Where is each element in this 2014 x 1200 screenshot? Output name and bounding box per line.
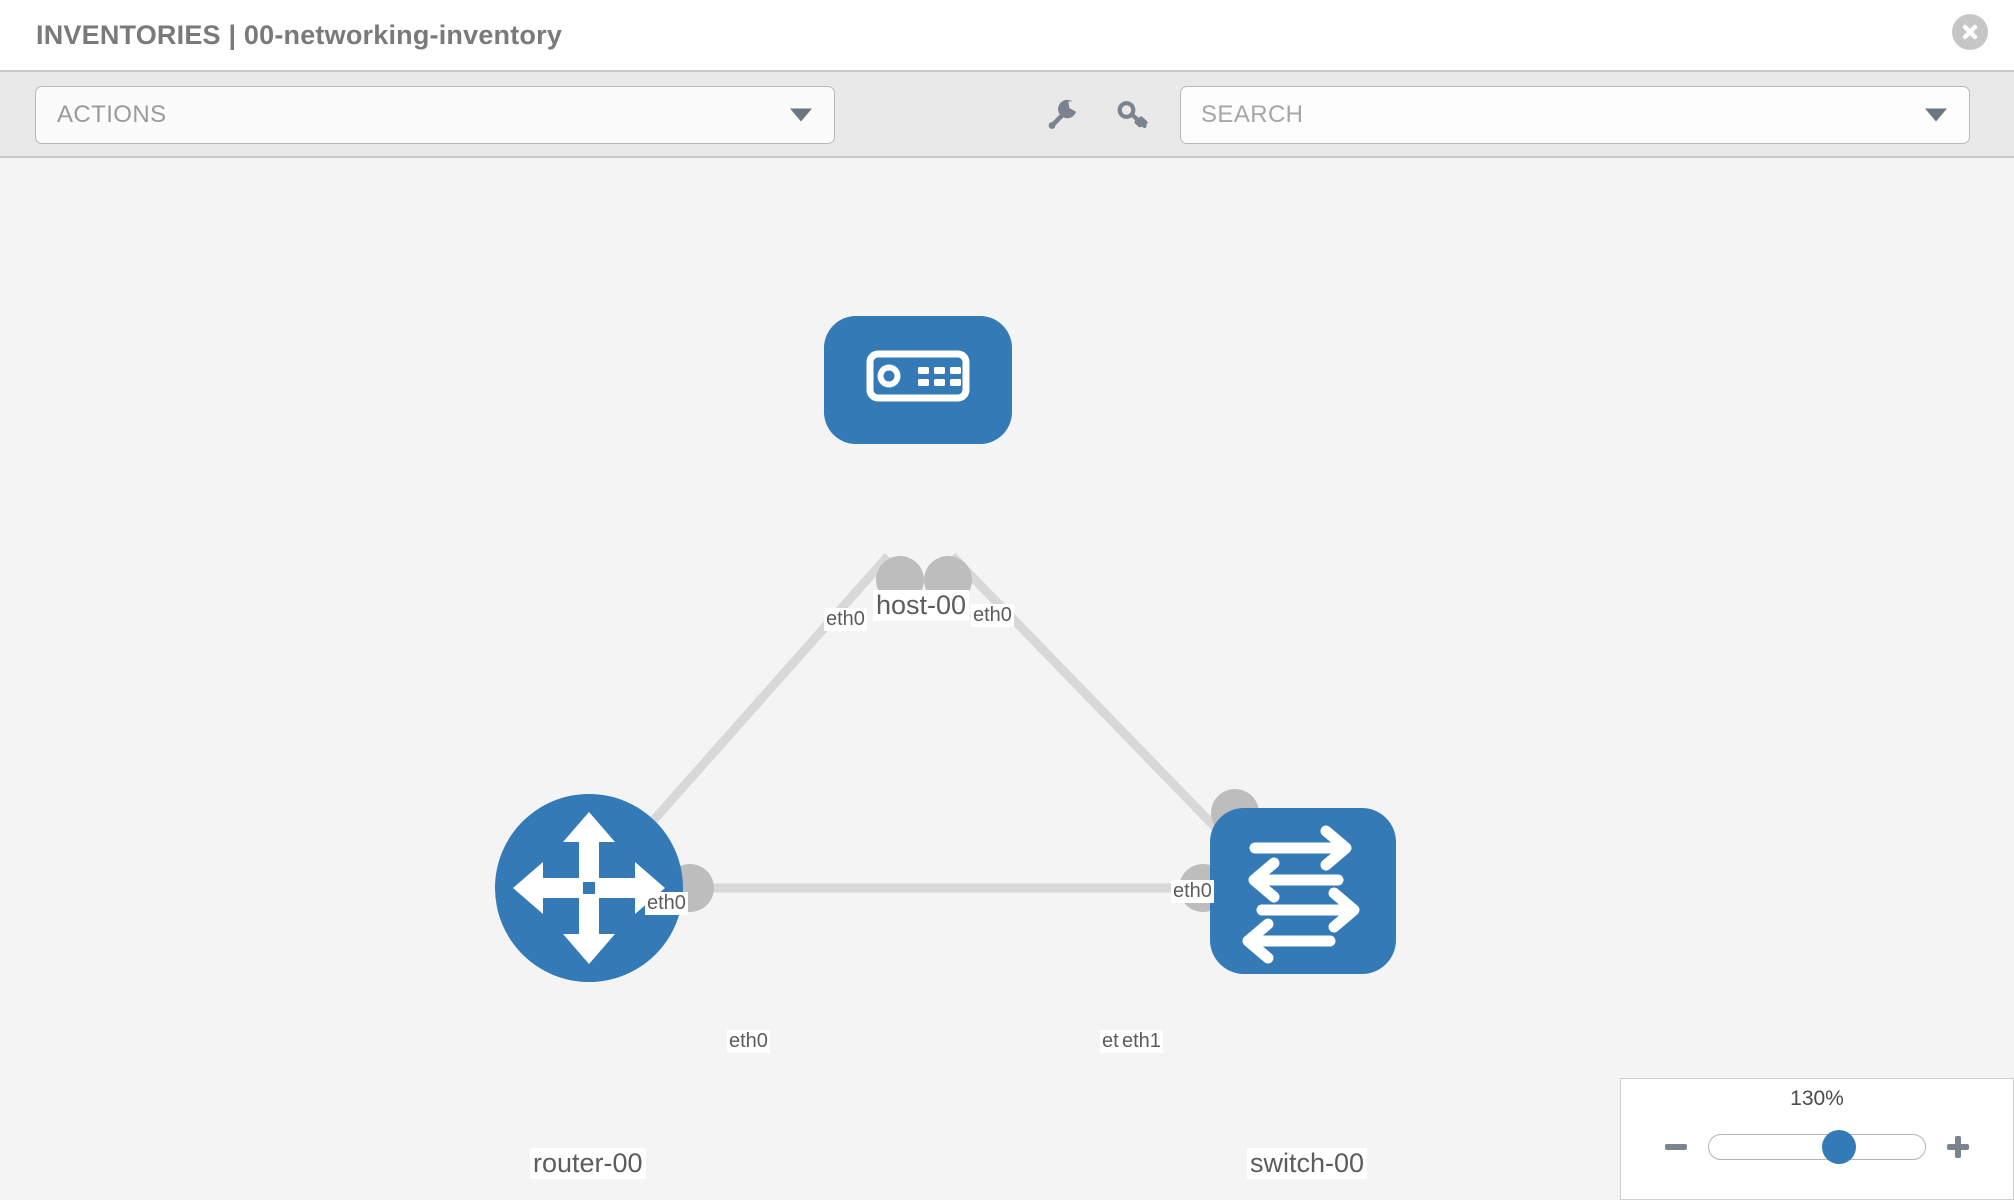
zoom-slider[interactable] xyxy=(1708,1130,1926,1164)
topology-graph xyxy=(495,316,1396,982)
zoom-percent-label: 130% xyxy=(1790,1087,1844,1110)
actions-dropdown-label: ACTIONS xyxy=(57,101,167,128)
node-host-00 xyxy=(824,316,1012,444)
iface-label-host-left: eth0 xyxy=(824,608,867,631)
edge-host-00-switch-00 xyxy=(948,552,1249,862)
page-title: INVENTORIES | 00-networking-inventory xyxy=(36,19,563,50)
iface-label-host-right: eth0 xyxy=(971,604,1014,627)
node-label-switch-00[interactable]: switch-00 xyxy=(1247,1148,1368,1180)
zoom-control-panel: 130% xyxy=(1620,1078,2014,1200)
iface-label-switch-eth1: eth1 xyxy=(1120,1030,1163,1053)
key-icon[interactable] xyxy=(1110,91,1156,137)
close-icon[interactable] xyxy=(1952,14,1988,50)
toolbar: ACTIONS SEARCH xyxy=(0,70,2014,158)
zoom-slider-row xyxy=(1621,1124,2013,1170)
topology-canvas[interactable]: host-00 router-00 switch-00 eth0 eth0 et… xyxy=(0,158,2014,1200)
node-label-host-00[interactable]: host-00 xyxy=(873,590,970,622)
iface-label-switch-host-edge: eth0 xyxy=(1171,880,1214,903)
node-label-router-00[interactable]: router-00 xyxy=(530,1148,646,1180)
node-switch-00 xyxy=(1210,808,1396,974)
actions-dropdown[interactable]: ACTIONS xyxy=(35,86,835,144)
wrench-icon[interactable] xyxy=(1040,91,1086,137)
iface-label-router-eth0: eth0 xyxy=(727,1030,770,1053)
page-header: INVENTORIES | 00-networking-inventory xyxy=(0,0,2014,70)
plus-icon[interactable] xyxy=(1940,1129,1976,1165)
search-input[interactable]: SEARCH xyxy=(1180,86,1970,144)
iface-label-router-host-edge: eth0 xyxy=(645,892,688,915)
minus-icon[interactable] xyxy=(1658,1129,1694,1165)
zoom-slider-handle[interactable] xyxy=(1821,1130,1856,1164)
node-router-00 xyxy=(495,794,683,982)
search-placeholder: SEARCH xyxy=(1201,101,1304,128)
chevron-down-icon[interactable] xyxy=(1925,108,1947,122)
chevron-down-icon xyxy=(790,108,812,122)
edge-router-00-host-00 xyxy=(616,553,892,861)
